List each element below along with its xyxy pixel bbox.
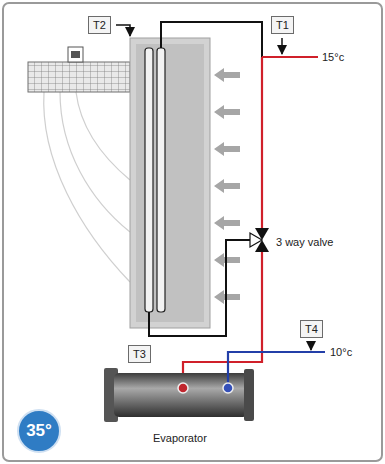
coil-tube (145, 48, 153, 312)
valve-port (250, 233, 262, 247)
inlet-port (178, 383, 188, 393)
outlet-port (223, 383, 233, 393)
node-text: 35° (26, 421, 52, 441)
temperature-label: 10°c (329, 346, 353, 358)
air-arrow (214, 142, 240, 156)
coil-panel (130, 38, 210, 328)
fan-motor (68, 47, 83, 62)
sensor-box: T1 (271, 16, 294, 34)
part-label: 3 way valve (275, 236, 334, 248)
air-curve (44, 92, 130, 282)
air-arrow (214, 216, 240, 230)
sensor-pointer (310, 341, 312, 350)
sensor-pointer (281, 38, 283, 54)
frame (3, 3, 382, 461)
temperature-label: 15°c (321, 51, 345, 63)
air-curve (76, 92, 130, 180)
coil-inner (136, 44, 204, 322)
chilled-water-pipe (228, 352, 325, 388)
ambient-temp-badge: 35° (17, 409, 61, 453)
node-text: T3 (133, 348, 146, 360)
air-arrow (214, 105, 240, 119)
node-text: T2 (93, 19, 106, 31)
sensor-pointer (116, 25, 130, 36)
fan-grille (28, 62, 130, 92)
return-pipe (161, 22, 262, 57)
part-label: Evaporator (152, 432, 208, 444)
bypass-pipe (149, 240, 250, 336)
node-text: T4 (305, 323, 318, 335)
evaporator-flange (244, 369, 254, 421)
air-flow-curves (44, 92, 130, 282)
air-arrow (214, 179, 240, 193)
coil-tube (157, 48, 165, 312)
fan-motor-core (71, 51, 80, 58)
warm-water-pipe (183, 57, 318, 385)
sensor-box: T4 (300, 320, 323, 338)
sensor-box: T3 (128, 345, 151, 363)
air-curve (60, 92, 130, 232)
air-arrow (214, 68, 240, 82)
node-text: T1 (276, 19, 289, 31)
sensor-box: T2 (88, 16, 111, 34)
